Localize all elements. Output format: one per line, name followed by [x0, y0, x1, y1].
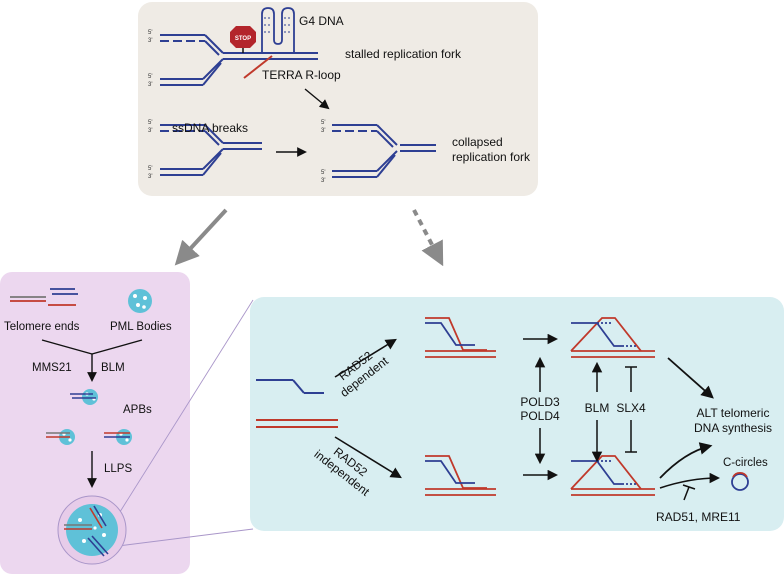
alt-synthesis-label-1: ALT telomeric — [697, 406, 770, 420]
g4-dna-label: G4 DNA — [299, 14, 344, 28]
dloop-top-left — [425, 317, 496, 358]
svg-text:3': 3' — [321, 128, 325, 134]
stalled-fork-dna — [160, 34, 318, 86]
left-panel — [0, 272, 190, 574]
collapsed-fork-label-2: replication fork — [452, 150, 531, 164]
svg-text:3': 3' — [321, 178, 325, 184]
collapsed-fork-label-1: collapsed — [452, 135, 503, 149]
rad52-dependent-arrow — [334, 338, 397, 378]
dashed-transition-arrow — [412, 209, 444, 267]
svg-text:5': 5' — [148, 166, 152, 172]
telomere-ends-label: Telomere ends — [4, 321, 80, 333]
svg-text:5': 5' — [148, 74, 152, 80]
svg-text:STOP: STOP — [235, 36, 251, 42]
dloop-top-right — [570, 317, 655, 358]
pml-bodies-label: PML Bodies — [110, 321, 172, 333]
mms21-label: MMS21 — [32, 362, 72, 374]
slx4-label: SLX4 — [616, 401, 646, 415]
llps-label: LLPS — [104, 463, 132, 475]
svg-text:5': 5' — [148, 120, 152, 126]
svg-text:5': 5' — [148, 30, 152, 36]
top-panel — [138, 2, 538, 196]
collapsed-fork-dna — [332, 124, 436, 178]
svg-text:3': 3' — [148, 128, 152, 134]
solid-transition-arrow — [174, 208, 228, 266]
stalled-fork-label: stalled replication fork — [345, 47, 462, 61]
dloop-bottom-left — [425, 455, 496, 496]
g4-dna-structure — [261, 7, 295, 53]
c-circle-icon — [731, 471, 749, 491]
svg-text:3': 3' — [148, 38, 152, 44]
stop-sign-icon: STOP — [230, 26, 256, 48]
telomere-ends-icon — [10, 288, 78, 306]
input-telomere-dna — [256, 379, 338, 428]
svg-text:3': 3' — [148, 174, 152, 180]
svg-text:5': 5' — [321, 120, 325, 126]
merge-arrows — [41, 339, 143, 382]
zoom-connector — [117, 299, 254, 547]
alt-synthesis-label-2: DNA synthesis — [694, 421, 772, 435]
pold4-label: POLD4 — [520, 409, 560, 423]
to-alt-synthesis-top-arrow — [667, 357, 714, 399]
rad52-independent-arrow — [334, 436, 402, 479]
to-c-circles-arrow — [659, 472, 721, 489]
apb-condensate-icon — [57, 495, 127, 565]
terra-rloop-label: TERRA R-loop — [262, 68, 341, 82]
dloop-bottom-right — [570, 455, 655, 496]
strand-end-labels: 5' 3' 5' 3' 5' 3' 5' 3' 5' 3' 5' 3' — [148, 30, 325, 184]
svg-text:3': 3' — [148, 82, 152, 88]
right-panel — [250, 297, 784, 531]
apb-icons — [46, 389, 132, 445]
blm-label-right: BLM — [585, 401, 610, 415]
stalled-to-collapsed-arrow — [304, 88, 330, 110]
svg-text:5': 5' — [321, 170, 325, 176]
ssdna-breaks-fork — [160, 124, 262, 176]
rad51-mre11-inhibition — [682, 484, 696, 501]
to-alt-synthesis-bottom-arrow — [659, 442, 713, 479]
pold3-label: POLD3 — [520, 395, 560, 409]
c-circles-label: C-circles — [723, 457, 768, 469]
slx4-inhibition — [625, 366, 637, 453]
rad51-mre11-label: RAD51, MRE11 — [656, 510, 741, 524]
pml-body-icon — [128, 289, 152, 313]
ssdna-breaks-label: ssDNA breaks — [172, 121, 248, 135]
blm-label-left: BLM — [101, 362, 125, 374]
apbs-label: APBs — [123, 404, 152, 416]
